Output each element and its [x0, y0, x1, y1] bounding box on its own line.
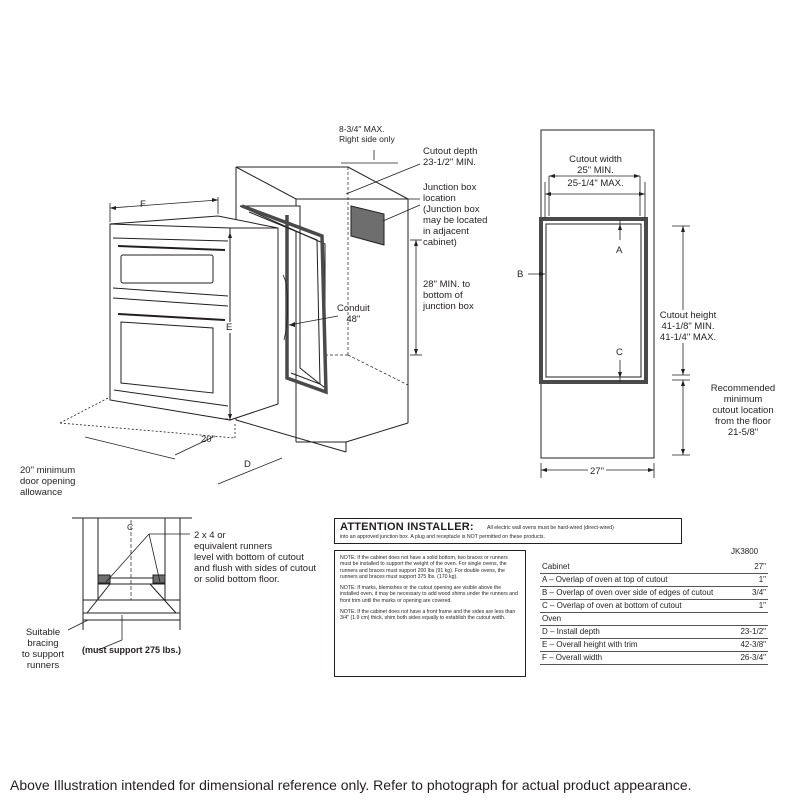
- runner-view-drawing: [67, 517, 192, 651]
- spec-label: E – Overall height with trim: [540, 638, 736, 652]
- width-27-label: 27": [588, 466, 606, 477]
- spec-label: C – Overlap of oven at bottom of cutout: [540, 599, 736, 613]
- spec-value: 26-3/4": [735, 651, 768, 665]
- dim-label-a: A: [616, 245, 623, 256]
- runners-note: 2 x 4 or equivalent runners level with b…: [194, 530, 316, 585]
- dim-label-e: E: [226, 322, 233, 333]
- attention-title: ATTENTION INSTALLER:: [340, 521, 474, 533]
- spec-value: 42-3/8": [735, 638, 768, 652]
- spec-label: A – Overlap of oven at top of cutout: [540, 573, 736, 587]
- bracing-note: Suitable bracing to support runners: [21, 627, 65, 671]
- note-front-frame: NOTE: If the cabinet does not have a fro…: [340, 609, 516, 622]
- spec-section-row: Oven: [540, 612, 768, 626]
- cutout-height-note: Cutout height 41-1/8" MIN. 41-1/4" MAX.: [655, 310, 721, 343]
- oven-drawing: [109, 215, 279, 421]
- spec-label: Oven: [540, 612, 736, 626]
- spec-label: D – Install depth: [540, 625, 736, 639]
- centerline-label: C: [127, 522, 134, 532]
- cabinet-drawing: [235, 166, 409, 453]
- dim-label-c: C: [616, 347, 623, 358]
- cutout-width-note: Cutout width 25" MIN. 25-1/4" MAX.: [567, 154, 624, 189]
- spec-value: 23-1/2": [735, 625, 768, 639]
- dim-label-d: D: [244, 459, 251, 470]
- junction-box-note: Junction box location (Junction box may …: [423, 182, 488, 248]
- note-solid-bottom: NOTE: If the cabinet does not have a sol…: [340, 555, 508, 580]
- spec-label: Cabinet: [540, 561, 736, 574]
- support-weight-note: (must support 275 lbs.): [82, 645, 182, 655]
- dim-label-20: 20": [201, 434, 215, 445]
- right-side-max-note: 8-3/4" MAX. Right side only: [339, 124, 395, 144]
- attention-line-2: into an approved junction box. A plug an…: [340, 534, 545, 540]
- door-allowance-outline: [59, 396, 236, 439]
- door-allowance-note: 20" minimum door opening allowance: [20, 465, 76, 498]
- installation-notes-box: NOTE: If the cabinet does not have a sol…: [334, 550, 526, 677]
- spec-value: 1": [735, 599, 768, 613]
- spec-value: 27": [735, 561, 768, 574]
- spec-value: [735, 612, 768, 626]
- dimension-arrowheads: [110, 174, 685, 472]
- junction-box-height-note: 28" MIN. to bottom of junction box: [423, 279, 474, 312]
- note-marks-blemishes: NOTE: If marks, blemishes or the cutout …: [340, 585, 518, 604]
- attention-line-1: All electric wall ovens must be hard-wir…: [487, 525, 614, 531]
- spec-label: B – Overlap of oven over side of edges o…: [540, 586, 736, 600]
- dim-label-f: F: [140, 199, 146, 210]
- spec-value: 3/4": [735, 586, 768, 600]
- floor-location-note: Recommended minimum cutout location from…: [710, 383, 776, 438]
- spec-row: B – Overlap of oven over side of edges o…: [540, 586, 768, 600]
- footer-disclaimer: Above Illustration intended for dimensio…: [10, 777, 692, 793]
- model-number: JK3800: [731, 547, 759, 556]
- spec-value: 1": [735, 573, 768, 587]
- side-dimension-lines: [84, 150, 422, 485]
- cutout-depth-note: Cutout depth 23-1/2" MIN.: [423, 146, 478, 168]
- conduit-note: Conduit 48": [337, 303, 370, 325]
- spec-label: F – Overall width: [540, 651, 736, 665]
- attention-installer-box: ATTENTION INSTALLER: All electric wall o…: [334, 518, 682, 544]
- dim-label-b: B: [517, 269, 524, 280]
